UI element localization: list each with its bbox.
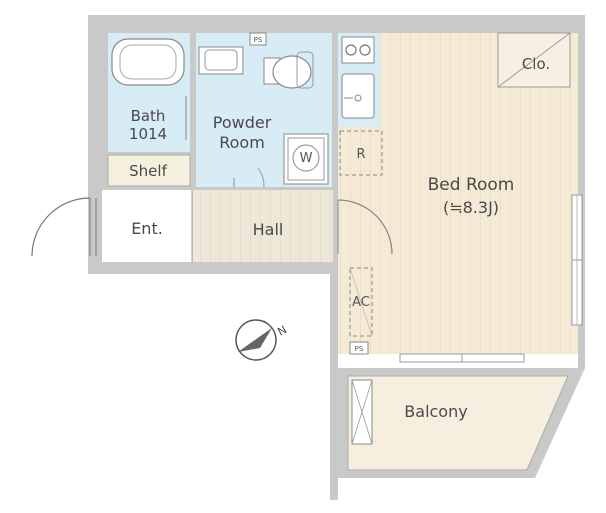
washer-label: W: [300, 151, 313, 166]
air-conditioner-space: [349, 267, 373, 337]
powder-room-door-swing: [257, 167, 265, 188]
entrance-floor: [102, 190, 192, 262]
toilet-bowl-icon: [272, 55, 312, 89]
bedroom-size-label: (≒8.3J): [443, 198, 499, 217]
pipe-space-bottom: [349, 341, 369, 355]
balcony-label: Balcony: [404, 402, 467, 421]
washer-space: [283, 133, 329, 185]
washer-drum-icon: [292, 144, 320, 172]
balcony-floor: [347, 375, 569, 471]
entrance-door-swing: [31, 197, 91, 257]
closet-label: Clo.: [522, 55, 550, 73]
kitchen-sink: [341, 73, 375, 119]
vanity-basin: [204, 49, 238, 71]
closet-diagonal: [497, 32, 571, 88]
washer-pan: [287, 137, 325, 181]
burner-left-icon: [345, 44, 357, 56]
pipe-space-top: [249, 32, 267, 46]
entrance-label: Ent.: [131, 219, 163, 238]
refrigerator-space: [339, 130, 383, 176]
shelf-label: Shelf: [129, 162, 167, 180]
toilet-seat: [296, 51, 314, 89]
powder-room-label-line1: Powder: [213, 113, 272, 132]
bathtub: [111, 38, 185, 86]
sink-drain-icon: [354, 94, 362, 102]
compass-north-label: N: [275, 323, 289, 338]
pipe-space-bottom-label: PS: [355, 345, 364, 353]
pipe-space-top-label: PS: [254, 36, 263, 44]
ac-diagonal-1: [349, 267, 373, 337]
refrigerator-label: R: [356, 147, 365, 162]
compass-icon: [235, 319, 277, 361]
bedroom-label: Bed Room: [428, 175, 515, 195]
bath-label: Bath: [131, 107, 166, 125]
stove: [341, 36, 375, 64]
bedroom-door-swing: [337, 199, 393, 255]
hall-label: Hall: [253, 220, 284, 239]
burner-right-icon: [359, 44, 371, 56]
balcony-unit-diag-2: [351, 379, 373, 445]
shelf-area: [107, 154, 191, 187]
powder-room-label-line2: Room: [219, 133, 265, 152]
air-conditioner-label: AC: [352, 295, 370, 310]
bathtub-inner: [119, 44, 177, 80]
hall-floor: [193, 190, 333, 262]
bath-size-label: 1014: [129, 125, 167, 143]
